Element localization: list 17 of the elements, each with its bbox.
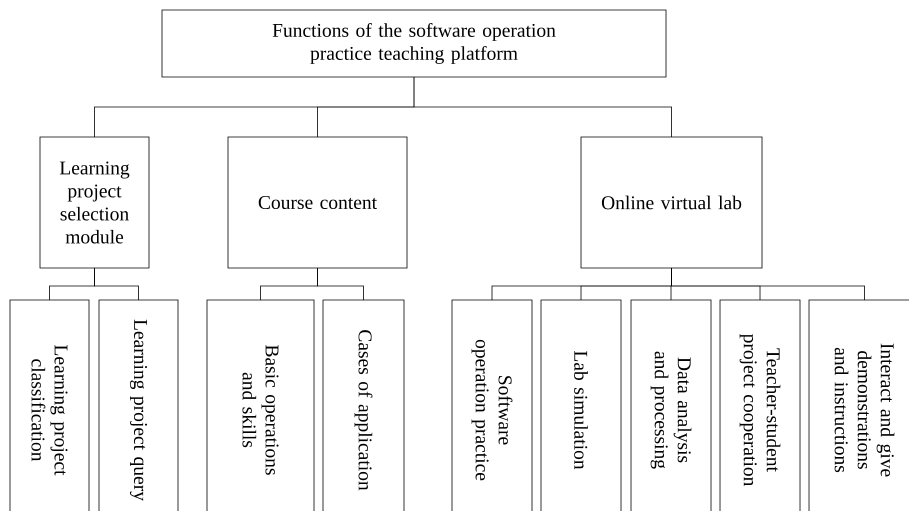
box: Learning project classification [10, 300, 90, 511]
box: Functions of the software operation practice teaching platform [162, 10, 666, 78]
connector-line [94, 268, 139, 300]
box: Interact and give demonstrations and instructions [808, 300, 909, 511]
box: Software operation practice [452, 300, 532, 511]
connector-line [414, 76, 672, 138]
box: Basic operations and skills [206, 300, 314, 511]
box: Learning project selection module [40, 136, 150, 268]
connector-line [671, 268, 865, 300]
box: Lab simulation [540, 300, 622, 511]
connector-line [317, 268, 364, 300]
box: Course content [228, 136, 408, 268]
box: Cases of application [322, 300, 404, 511]
box: Online virtual lab [580, 136, 762, 268]
box: Data analysis and processing [630, 300, 712, 511]
box: Teacher-student project cooperation [720, 300, 800, 511]
box: Learning project query [98, 300, 178, 511]
